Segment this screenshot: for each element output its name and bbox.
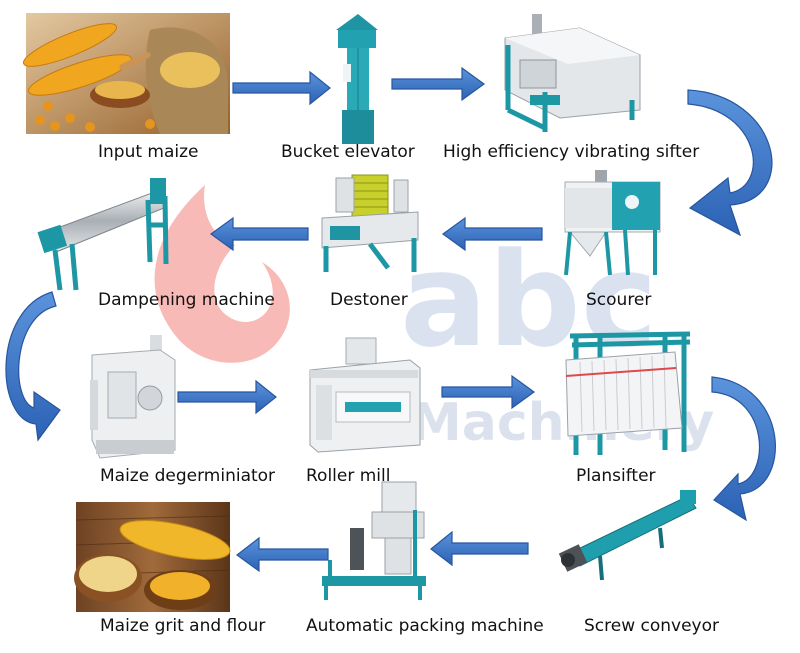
label-plansifter: Plansifter bbox=[576, 466, 656, 486]
screw-conveyor-icon bbox=[558, 490, 697, 581]
roller-mill-icon bbox=[309, 337, 421, 453]
label-input-maize: Input maize bbox=[98, 142, 199, 162]
arrow-left-icon bbox=[441, 216, 543, 252]
watermark-brand: abc bbox=[400, 224, 658, 376]
degerminator-icon bbox=[90, 335, 176, 459]
label-scourer: Scourer bbox=[586, 290, 651, 310]
grit-flour-photo-icon bbox=[74, 502, 231, 612]
label-maize-degerminator: Maize degerminiator bbox=[100, 466, 275, 486]
label-packing-machine: Automatic packing machine bbox=[306, 616, 544, 636]
label-dampening-machine: Dampening machine bbox=[98, 290, 275, 310]
bucket-elevator-icon bbox=[336, 14, 378, 144]
arrow-left-icon bbox=[430, 530, 529, 567]
scourer-icon bbox=[564, 170, 661, 276]
arrow-left-icon bbox=[235, 536, 329, 573]
flow-arrows bbox=[5, 66, 776, 573]
arrow-right-icon bbox=[232, 70, 331, 106]
arrow-right-icon bbox=[441, 374, 536, 410]
packing-machine-icon bbox=[322, 481, 426, 600]
label-destoner: Destoner bbox=[330, 290, 408, 310]
label-roller-mill: Roller mill bbox=[306, 466, 390, 486]
arrow-right-icon bbox=[177, 379, 277, 415]
curved-arrow-icon bbox=[711, 376, 776, 522]
label-grit-flour: Maize grit and flour bbox=[100, 616, 265, 636]
step-labels: Input maize Bucket elevator High efficie… bbox=[98, 142, 719, 636]
maize-photo-icon bbox=[22, 13, 230, 134]
vibrating-sifter-icon bbox=[504, 14, 641, 132]
plansifter-icon bbox=[565, 331, 691, 455]
label-bucket-elevator: Bucket elevator bbox=[281, 142, 415, 162]
label-vibrating-sifter: High efficiency vibrating sifter bbox=[443, 142, 699, 162]
flame-logo-icon bbox=[154, 185, 290, 363]
destoner-icon bbox=[321, 174, 419, 272]
dampening-machine-icon bbox=[37, 178, 169, 291]
arrow-right-icon bbox=[391, 66, 486, 102]
curved-arrow-icon bbox=[5, 291, 61, 442]
curved-arrow-icon bbox=[687, 89, 773, 237]
arrow-left-icon bbox=[209, 216, 309, 252]
label-screw-conveyor: Screw conveyor bbox=[584, 616, 719, 636]
